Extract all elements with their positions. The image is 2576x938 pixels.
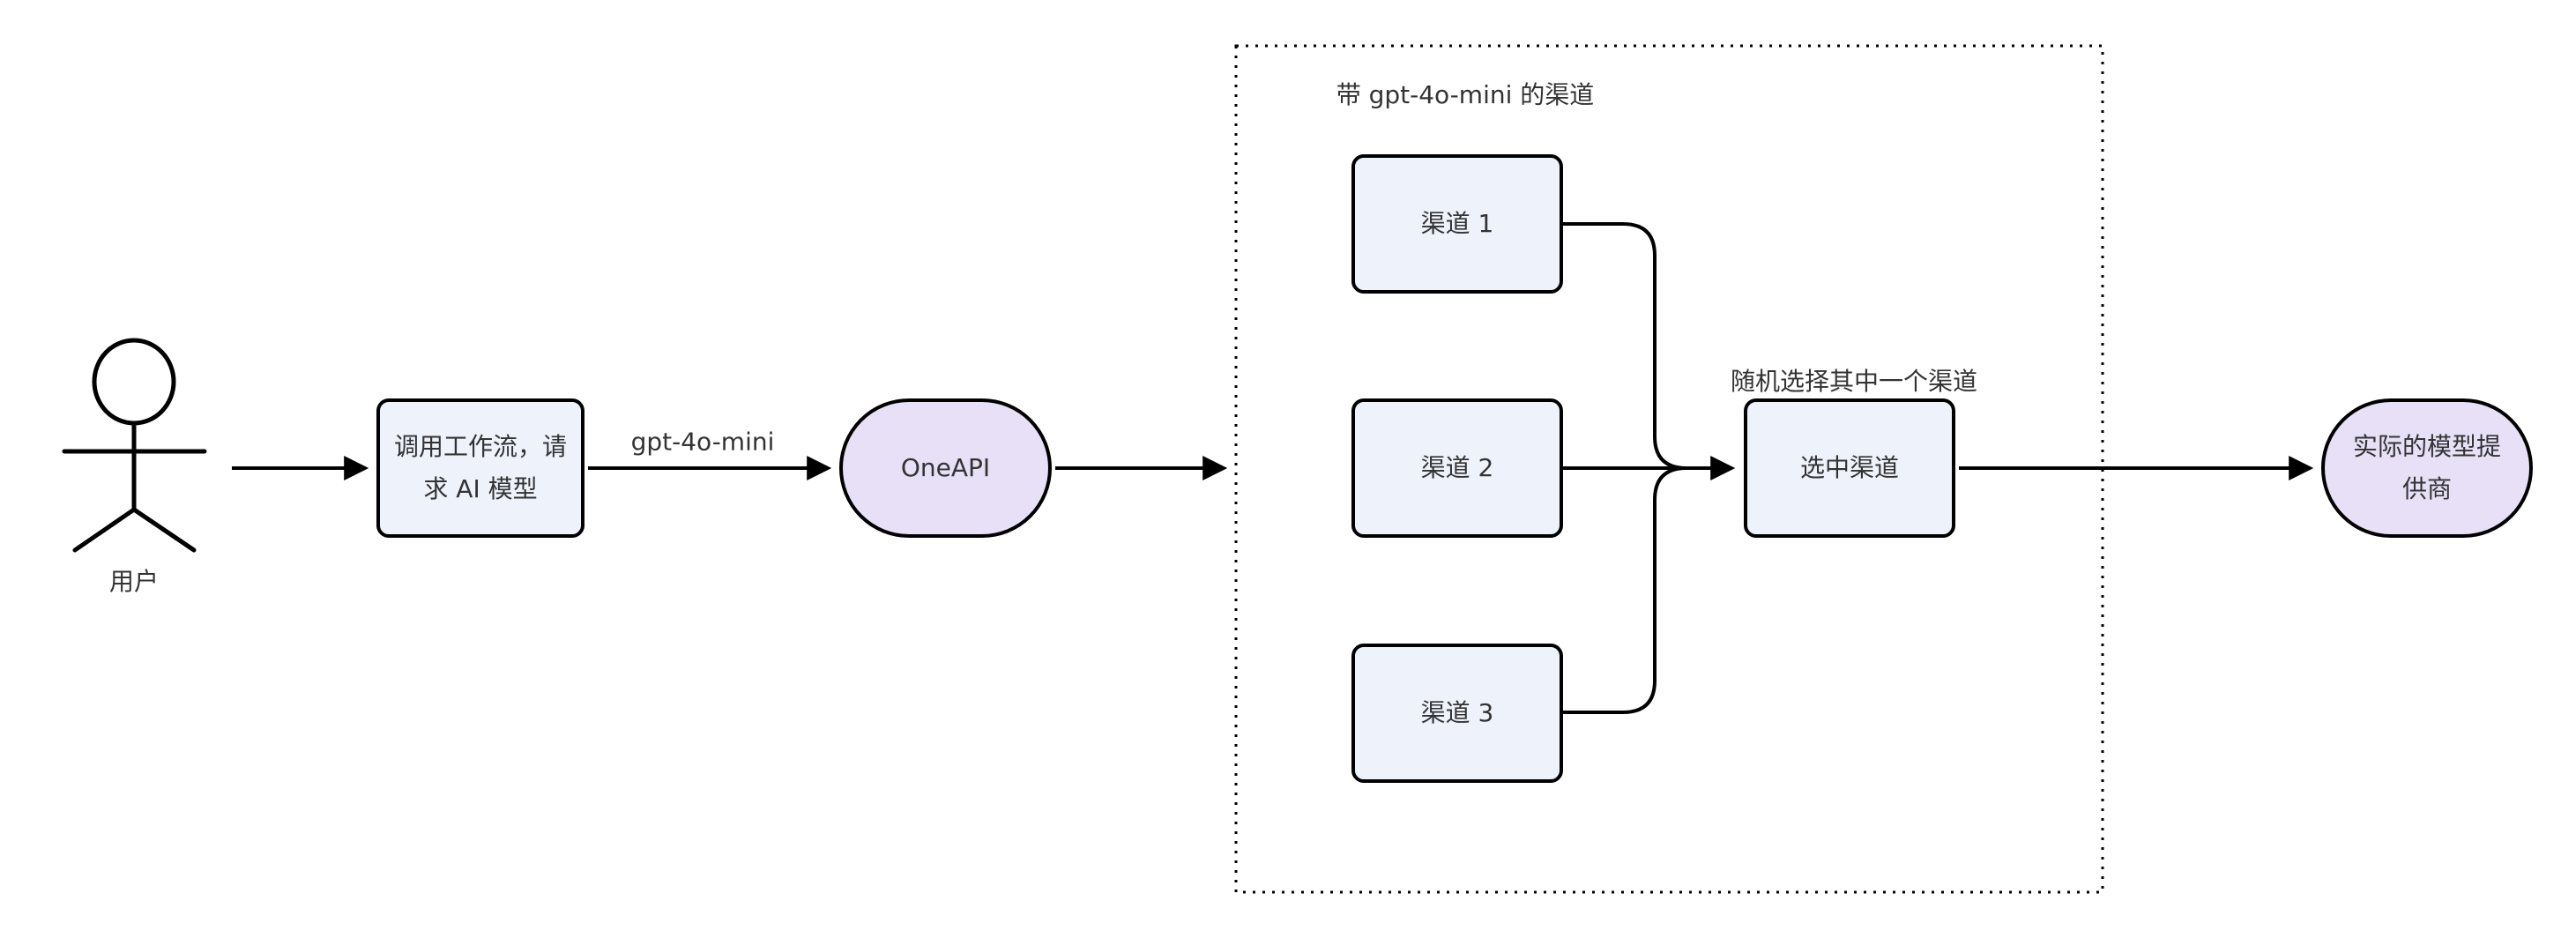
edge-label-gpt-4o-mini: gpt-4o-mini bbox=[630, 427, 775, 457]
node-oneapi-label: OneAPI bbox=[900, 453, 991, 483]
node-channel-3: 渠道 3 bbox=[1351, 644, 1563, 783]
edge-channel3-merge bbox=[1563, 466, 1687, 714]
edge-label-random-pick: 随机选择其中一个渠道 bbox=[1730, 367, 1978, 396]
node-selected-channel: 选中渠道 bbox=[1744, 398, 1955, 538]
subgraph-title: 带 gpt-4o-mini 的渠道 bbox=[1336, 80, 1595, 109]
node-model-provider-label: 实际的模型提供商 bbox=[2352, 432, 2501, 503]
actor-label: 用户 bbox=[108, 567, 160, 596]
node-channel-1-label: 渠道 1 bbox=[1420, 209, 1494, 239]
node-workflow: 调用工作流，请求 AI 模型 bbox=[376, 398, 584, 538]
node-channel-2: 渠道 2 bbox=[1351, 398, 1563, 538]
edge-channel1-merge bbox=[1563, 222, 1687, 470]
node-model-provider: 实际的模型提供商 bbox=[2321, 398, 2533, 538]
node-workflow-label: 调用工作流，请求 AI 模型 bbox=[393, 432, 567, 503]
node-channel-3-label: 渠道 3 bbox=[1420, 698, 1494, 728]
user-actor-icon bbox=[62, 338, 207, 553]
node-oneapi: OneAPI bbox=[839, 398, 1052, 538]
node-selected-channel-label: 选中渠道 bbox=[1799, 453, 1899, 483]
node-channel-1: 渠道 1 bbox=[1351, 154, 1563, 294]
node-channel-2-label: 渠道 2 bbox=[1420, 453, 1494, 483]
